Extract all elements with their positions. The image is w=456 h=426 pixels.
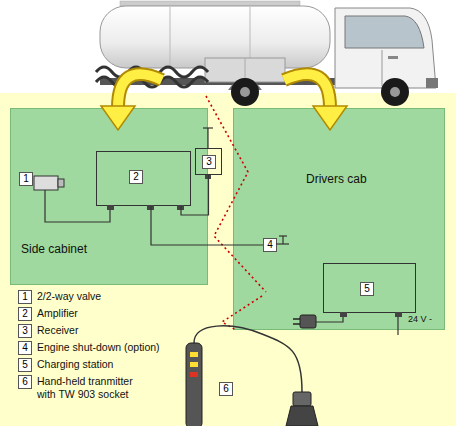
callout-number: 2 <box>18 307 32 321</box>
area-title: Side cabinet <box>21 242 87 256</box>
callout-number: 1 <box>19 172 33 186</box>
cab-area: Drivers cab 4 5 <box>233 108 445 330</box>
legend-text: Engine shut-down (option) <box>37 341 207 354</box>
callout-number: 6 <box>220 383 232 395</box>
callout-number: 4 <box>264 239 276 251</box>
callout-number: 1 <box>20 173 32 185</box>
callout-number: 4 <box>263 238 277 252</box>
amplifier-box: 2 <box>96 151 191 206</box>
callout-number: 6 <box>219 382 233 396</box>
callout-number: 5 <box>18 358 32 372</box>
callout-number: 6 <box>18 375 32 389</box>
legend-text: 2/2-way valve <box>37 290 207 303</box>
legend-text: Receiver <box>37 324 207 337</box>
callout-number: 5 <box>360 282 374 296</box>
callout-number: 4 <box>18 341 32 355</box>
cabinet-area: Side cabinet 1 2 <box>10 108 208 285</box>
tanker-truck <box>96 1 438 106</box>
voltage-label: 24 V - <box>408 314 432 325</box>
callout-number: 2 <box>129 170 143 184</box>
legend-text: Charging station <box>37 358 207 371</box>
legend-text: Amplifier <box>37 307 207 320</box>
callout-number: 3 <box>18 324 32 338</box>
area-title: Drivers cab <box>306 172 367 186</box>
legend-text: Hand-held tranmitter with TW 903 socket <box>37 375 152 401</box>
callout-number: 3 <box>202 155 216 169</box>
callout-number: 1 <box>18 290 32 304</box>
panel-background <box>0 93 456 426</box>
charging-station-box: 5 <box>323 263 416 313</box>
hand-held-transmitter <box>186 326 318 426</box>
receiver-box: 3 <box>195 148 222 175</box>
